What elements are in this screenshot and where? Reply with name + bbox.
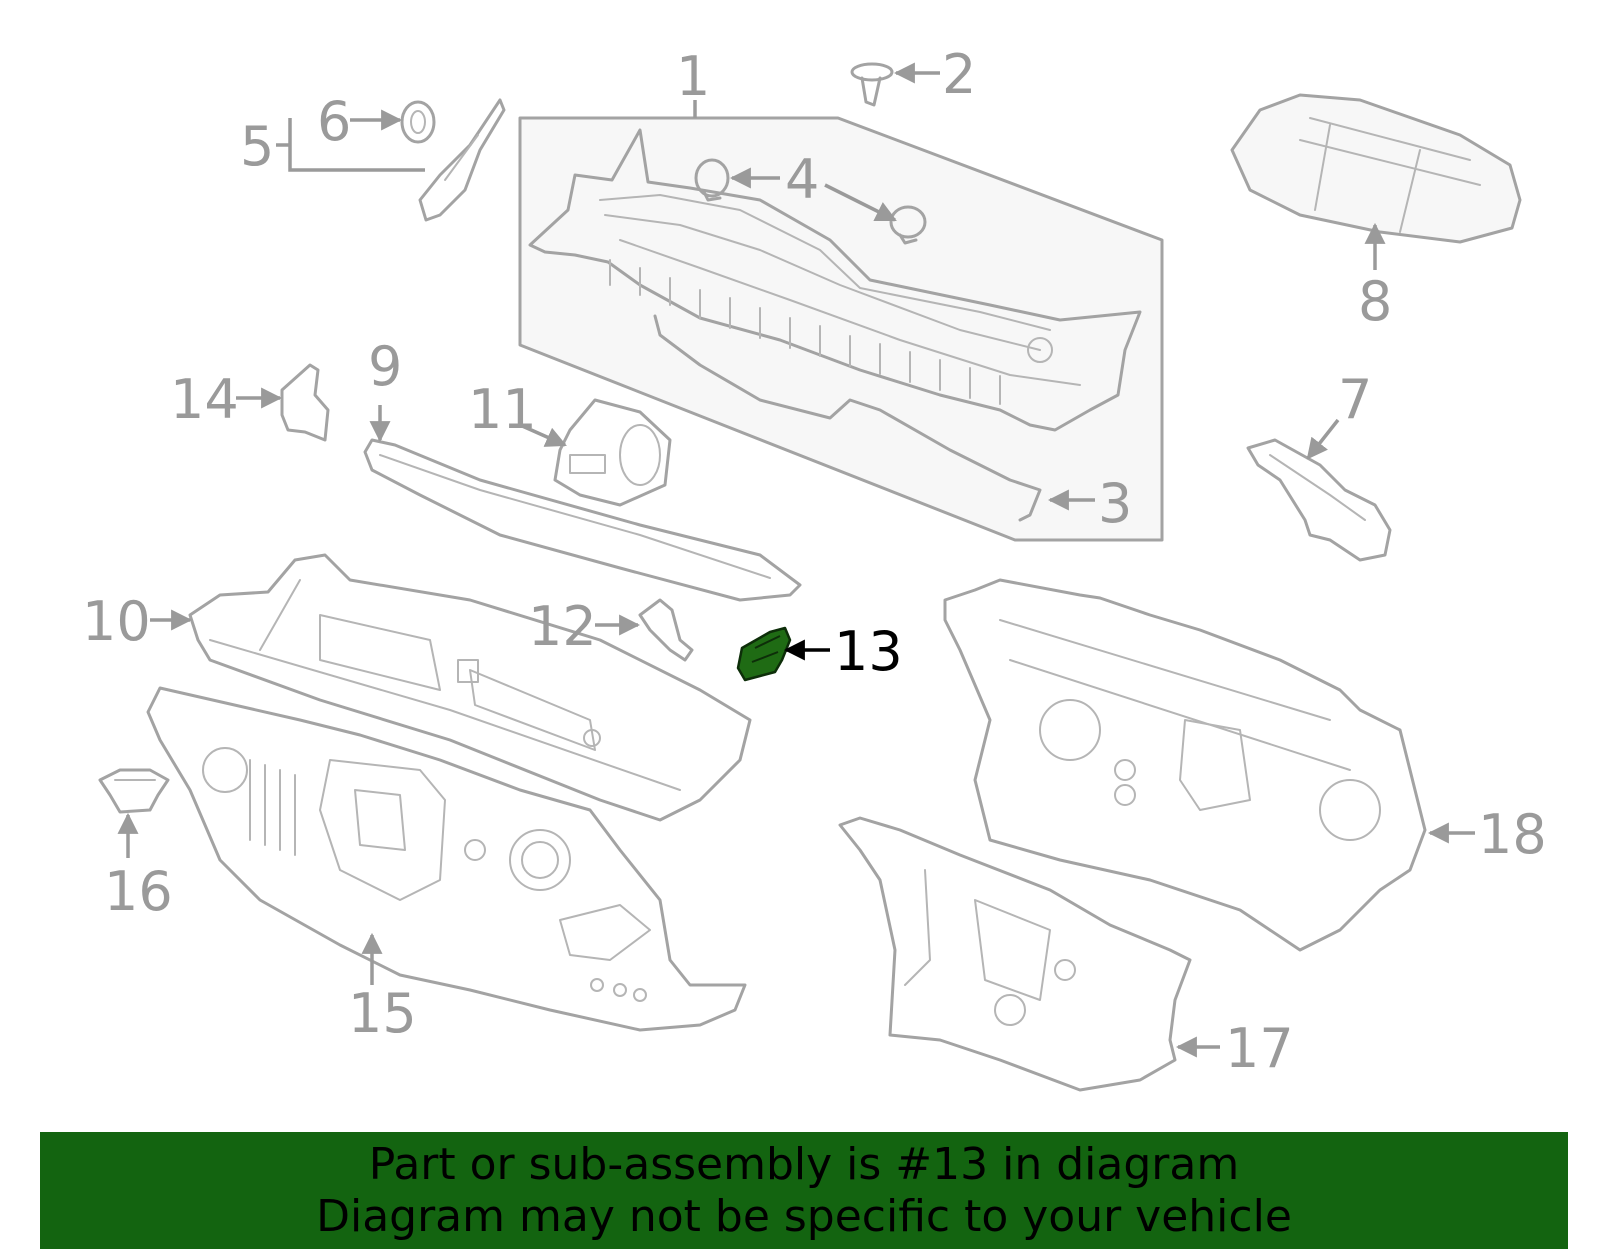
callout-6: 6	[317, 90, 403, 153]
svg-text:12: 12	[528, 595, 597, 658]
footer-banner: Part or sub-assembly is #13 in diagram D…	[40, 1132, 1568, 1249]
callout-4: 4	[729, 148, 897, 222]
part-18-insulator	[943, 578, 1427, 952]
callout-11: 11	[468, 378, 567, 447]
callout-14: 14	[170, 368, 283, 431]
part-7-bracket	[1246, 438, 1392, 562]
part-16-grommet	[98, 768, 170, 814]
part-12-bracket	[638, 598, 694, 662]
part-2-clip	[850, 62, 894, 107]
callout-3: 3	[1047, 472, 1132, 535]
callout-17: 17	[1175, 1017, 1294, 1080]
banner-line-1: Part or sub-assembly is #13 in diagram	[368, 1138, 1240, 1190]
svg-text:18: 18	[1478, 803, 1547, 866]
part-5-bracket	[418, 98, 506, 222]
part-17-dash-insulator	[838, 816, 1192, 1092]
callout-1: 1	[676, 45, 710, 118]
svg-text:6: 6	[317, 90, 351, 153]
callout-10: 10	[82, 590, 193, 653]
callout-16: 16	[104, 812, 173, 923]
part-4-plugs	[694, 158, 927, 245]
callout-7: 7	[1306, 368, 1372, 460]
svg-text:8: 8	[1358, 270, 1392, 333]
svg-text:2: 2	[942, 43, 976, 106]
callout-9: 9	[368, 335, 402, 443]
svg-text:11: 11	[468, 378, 537, 441]
banner-line-2: Diagram may not be specific to your vehi…	[316, 1190, 1292, 1242]
svg-text:5: 5	[240, 115, 274, 178]
callout-8: 8	[1358, 222, 1392, 333]
svg-text:4: 4	[785, 148, 819, 211]
callout-12: 12	[528, 595, 641, 658]
svg-text:14: 14	[170, 368, 239, 431]
part-10-cowl-reinforcement	[188, 553, 752, 822]
part-15-dash-panel	[146, 686, 747, 1032]
callout-5: 5	[240, 115, 425, 178]
part-11-bracket	[553, 398, 672, 507]
svg-text:15: 15	[348, 982, 417, 1045]
part-13-highlighted	[736, 626, 792, 682]
part-8-cover	[1230, 93, 1522, 244]
part-1-cowl-top-panel	[518, 116, 1164, 542]
callout-18: 18	[1427, 803, 1547, 866]
svg-text:16: 16	[104, 860, 173, 923]
callout-13-highlighted: 13	[783, 620, 903, 683]
part-14-bracket	[280, 363, 330, 442]
parts-diagram: 1 2 3 4 5 6 7 8 9 10 11 12	[82, 43, 1547, 1092]
svg-text:1: 1	[676, 45, 710, 108]
callout-2: 2	[893, 43, 976, 106]
svg-text:3: 3	[1098, 472, 1132, 535]
callout-15: 15	[348, 932, 417, 1045]
part-9-seal	[363, 438, 802, 602]
part-6-grommet	[400, 100, 436, 144]
svg-text:7: 7	[1338, 368, 1372, 431]
svg-text:17: 17	[1225, 1017, 1294, 1080]
svg-text:10: 10	[82, 590, 151, 653]
svg-text:9: 9	[368, 335, 402, 398]
svg-text:13: 13	[834, 620, 903, 683]
